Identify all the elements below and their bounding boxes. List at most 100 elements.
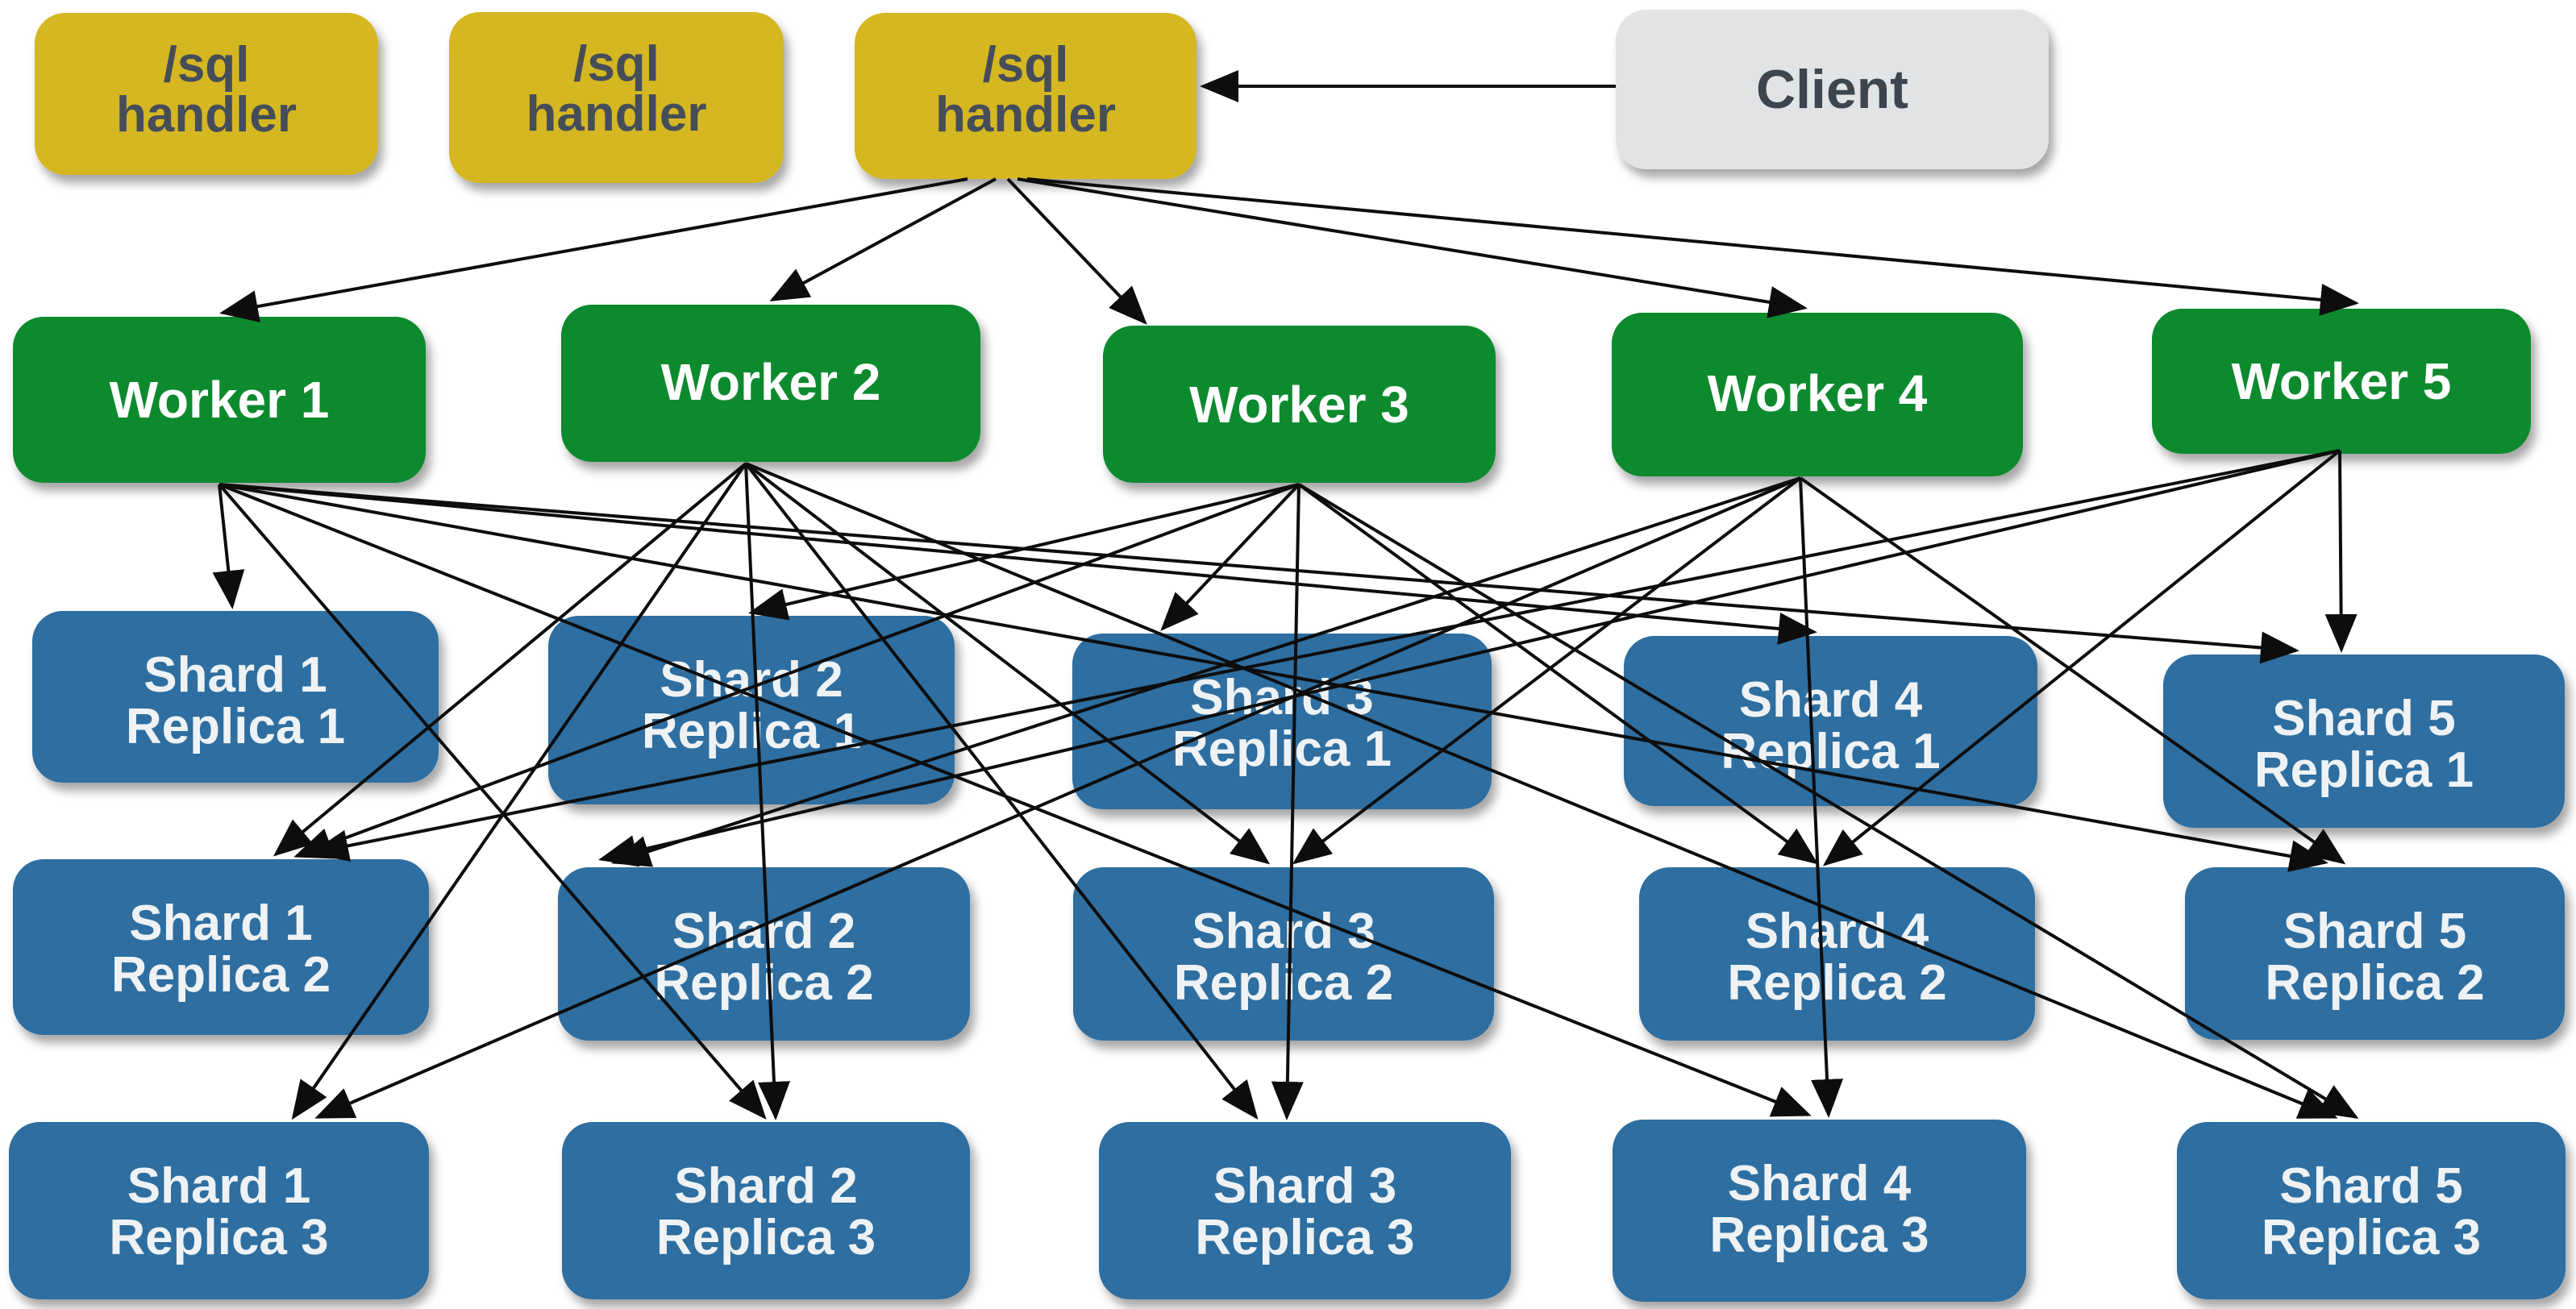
node-s5r1-label-line-2: Replica 1 (2254, 742, 2474, 798)
node-worker5-label-line-1: Worker 5 (2232, 352, 2452, 410)
node-s5r1-label-line-1: Shard 5 (2272, 691, 2455, 746)
arrow-worker4-to-s5r2 (1799, 476, 2346, 865)
node-worker1-label-line-1: Worker 1 (110, 371, 330, 429)
node-worker5: Worker 5 (2152, 309, 2531, 454)
node-worker3-label: Worker 3 (1189, 376, 1409, 434)
arrow-worker3-to-s1r2 (293, 483, 1300, 859)
node-s2r3-box (562, 1122, 970, 1299)
arrow-handler3-to-worker1 (219, 177, 968, 322)
node-s1r2-label-line-2: Replica 2 (111, 947, 331, 1003)
node-s1r2-box (13, 859, 429, 1035)
node-worker1: Worker 1 (13, 317, 426, 483)
edges-layer (212, 70, 2359, 1120)
node-s2r2-label-line-2: Replica 2 (654, 955, 873, 1011)
node-worker3: Worker 3 (1103, 326, 1496, 483)
node-handler3-box (855, 13, 1196, 179)
node-s1r1-label-line-1: Shard 1 (144, 647, 327, 703)
node-s1r3-box (9, 1122, 429, 1299)
node-worker2-label-line-1: Worker 2 (661, 353, 881, 411)
node-worker3-box (1103, 326, 1496, 483)
arrow-worker3-to-s5r3 (1297, 483, 2359, 1120)
node-handler1-label-line-2: handler (116, 87, 297, 143)
arrow-worker4-to-s2r2 (611, 476, 1801, 867)
node-s4r1-label-line-2: Replica 1 (1721, 724, 1940, 779)
arrow-worker2-to-s3r2 (744, 462, 1271, 865)
node-s1r1-box (32, 611, 439, 783)
node-worker1-box (13, 317, 426, 483)
node-handler1-box (35, 13, 378, 175)
arrow-worker4-to-s1r3 (314, 476, 1801, 1119)
node-worker4-label: Worker 4 (1708, 364, 1928, 422)
node-s3r3-label-line-1: Shard 3 (1213, 1158, 1396, 1214)
node-s5r2-label-line-1: Shard 5 (2283, 904, 2466, 959)
node-handler3-label-line-2: handler (935, 87, 1116, 143)
arrow-worker2-to-s2r3 (744, 463, 790, 1120)
node-worker4: Worker 4 (1612, 313, 2023, 476)
node-worker4-label-line-1: Worker 4 (1708, 364, 1928, 422)
node-worker5-box (2152, 309, 2531, 454)
arrow-worker1-to-s4r3 (218, 483, 1812, 1117)
node-worker2-box (561, 305, 980, 462)
arrow-worker1-to-s5r2 (218, 483, 2328, 872)
node-worker2: Worker 2 (561, 305, 980, 462)
node-handler2-box (449, 12, 784, 183)
node-handler2-label-line-1: /sql (573, 36, 660, 92)
node-s1r3-label-line-2: Replica 3 (109, 1210, 328, 1265)
node-s5r3-label-line-1: Shard 5 (2279, 1158, 2462, 1214)
arrow-worker2-to-s1r2 (273, 462, 747, 857)
node-s3r3-box (1099, 1122, 1511, 1299)
node-worker1-label: Worker 1 (110, 371, 330, 429)
arrow-worker3-to-s3r1 (1160, 483, 1300, 631)
node-worker4-box (1612, 313, 2023, 476)
node-s3r3-label-line-2: Replica 3 (1195, 1210, 1414, 1265)
node-s1r3-label-line-1: Shard 1 (127, 1158, 310, 1214)
arrow-worker5-to-s1r2 (310, 449, 2341, 862)
arrow-worker3-to-s3r3 (1271, 484, 1304, 1120)
node-s2r3-label-line-2: Replica 3 (656, 1210, 876, 1265)
node-s4r3-box (1613, 1120, 2026, 1302)
node-s5r3-box (2177, 1122, 2566, 1299)
node-s3r1-box (1072, 634, 1492, 809)
node-client-box (1616, 10, 2049, 169)
arrow-worker1-to-s1r1 (212, 484, 245, 609)
node-handler2-label-line-2: handler (526, 86, 707, 142)
arrow-worker4-to-s4r3 (1799, 477, 1844, 1118)
arrow-worker1-to-s5r1 (218, 483, 2299, 664)
node-s2r3-label-line-1: Shard 2 (674, 1158, 857, 1214)
arrow-worker5-to-s4r2 (1822, 449, 2341, 866)
node-s4r1-box (1624, 636, 2037, 806)
node-s5r1-box (2163, 654, 2565, 828)
node-worker3-label-line-1: Worker 3 (1189, 376, 1409, 434)
arrow-worker1-to-s2r3 (218, 483, 767, 1120)
arrow-handler3-to-worker3 (1006, 177, 1147, 325)
node-s4r2-label-line-2: Replica 2 (1727, 955, 1946, 1011)
node-worker2-label: Worker 2 (661, 353, 881, 411)
node-s4r3-label-line-1: Shard 4 (1728, 1156, 1912, 1211)
node-s5r2-box (2185, 867, 2565, 1040)
node-s2r1-label-line-1: Shard 2 (660, 652, 843, 708)
node-s1r2-label-line-1: Shard 1 (129, 896, 312, 951)
node-client-label-line-1: Client (1756, 59, 1908, 120)
arrow-worker2-to-s5r3 (745, 462, 2338, 1119)
node-s3r1-label-line-2: Replica 1 (1172, 721, 1392, 777)
